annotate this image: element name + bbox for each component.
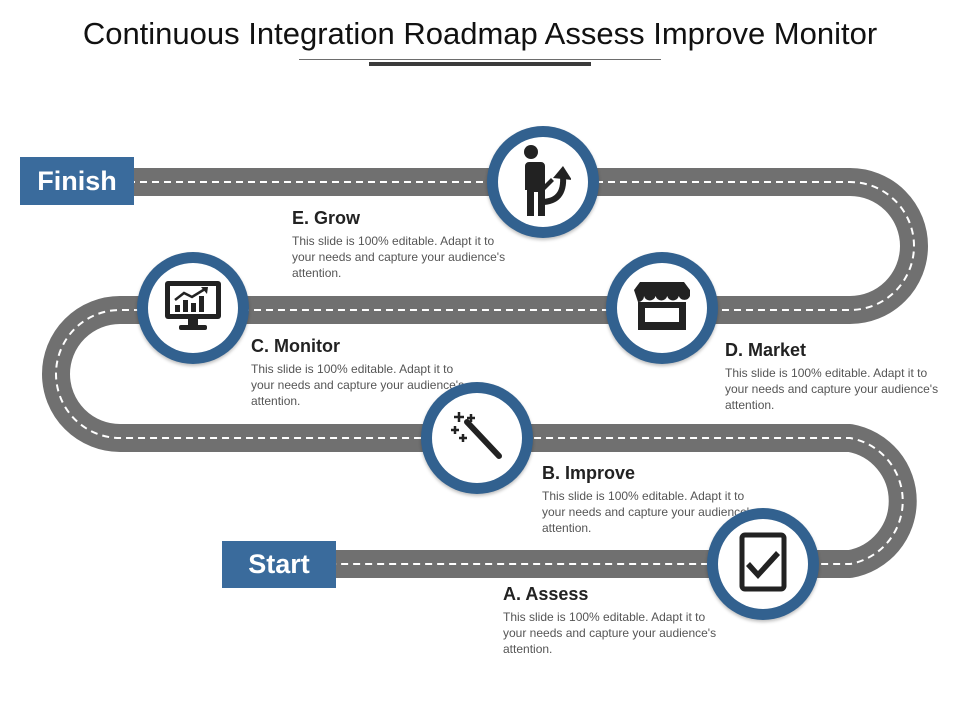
step-description: This slide is 100% editable. Adapt it to… [292,234,506,280]
step-letter: E. [292,208,310,228]
step-monitor: C. Monitor This slide is 100% editable. … [251,336,466,409]
slide-title: Continuous Integration Roadmap Assess Im… [82,16,878,51]
step-title: D. Market [725,340,940,361]
step-name: Assess [525,584,589,604]
step-description: This slide is 100% editable. Adapt it to… [542,489,756,535]
step-letter: A. [503,584,521,604]
step-title: E. Grow [292,208,507,229]
step-description: This slide is 100% editable. Adapt it to… [503,610,717,656]
step-description: This slide is 100% editable. Adapt it to… [251,362,465,408]
step-grow: E. Grow This slide is 100% editable. Ada… [292,208,507,281]
step-assess: A. Assess This slide is 100% editable. A… [503,584,718,657]
step-description: This slide is 100% editable. Adapt it to… [725,366,939,412]
checkbox-icon [739,532,787,597]
market-badge [606,252,718,364]
step-name: Grow [314,208,361,228]
finish-label: Finish [20,157,134,205]
title-underline [369,62,591,66]
magic-wand-icon [449,408,505,469]
step-name: Market [748,340,807,360]
improve-badge [421,382,533,494]
monitor-chart-icon [163,279,223,338]
step-letter: C. [251,336,269,356]
person-growth-icon [515,144,572,221]
monitor-badge [137,252,249,364]
step-letter: B. [542,463,560,483]
step-name: Improve [565,463,636,483]
assess-badge [707,508,819,620]
step-letter: D. [725,340,743,360]
step-name: Monitor [274,336,340,356]
step-title: B. Improve [542,463,757,484]
storefront-icon [632,280,692,337]
step-title: C. Monitor [251,336,466,357]
step-title: A. Assess [503,584,718,605]
title-divider [299,59,661,60]
step-market: D. Market This slide is 100% editable. A… [725,340,940,413]
step-improve: B. Improve This slide is 100% editable. … [542,463,757,536]
start-label: Start [222,541,336,588]
grow-badge [487,126,599,238]
